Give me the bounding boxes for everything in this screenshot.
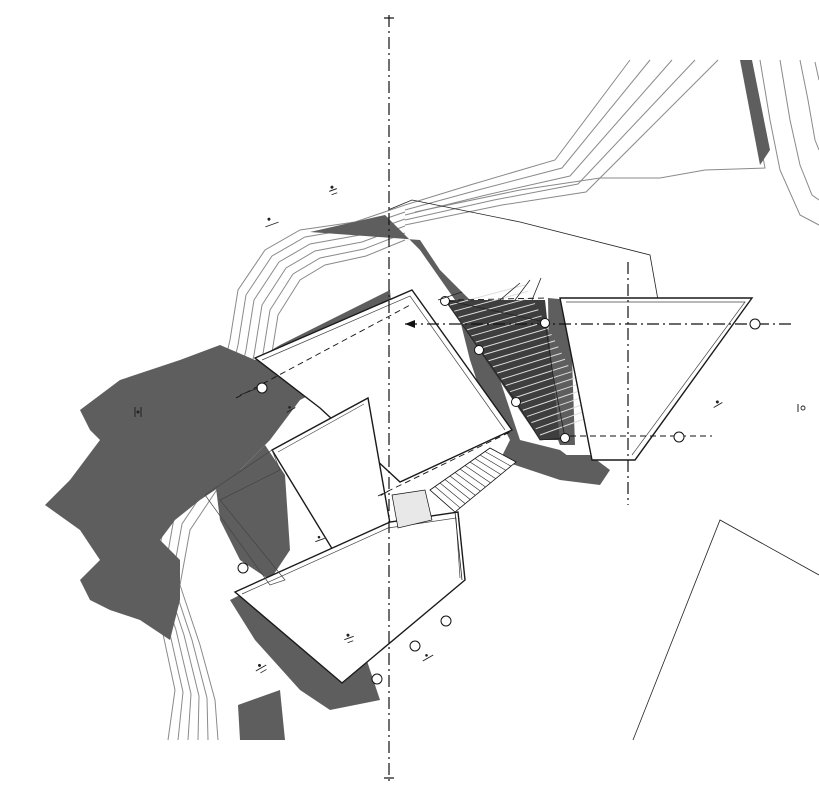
stair-tread: [488, 340, 556, 362]
grid-bubble: [237, 562, 249, 574]
entry-step: [469, 461, 496, 479]
entry-step: [434, 486, 461, 509]
entry-step: [439, 482, 466, 504]
annotation-mark: [265, 217, 279, 228]
contour-lines-northeast: [404, 59, 819, 226]
stair-tread: [526, 395, 586, 417]
stair-tread: [454, 290, 529, 312]
grid-bubble: [540, 318, 550, 328]
entry-step: [464, 465, 491, 484]
stair-tread: [462, 303, 536, 325]
entry-step: [449, 475, 476, 496]
stair-tread: [505, 364, 569, 386]
annotation-mark: [315, 535, 325, 543]
grid-bubble: [371, 673, 383, 685]
annotation-mark: [380, 490, 390, 496]
terrace-outline: [387, 199, 819, 741]
roof-planes: [204, 289, 754, 684]
annotation-mark: [422, 654, 434, 662]
grid-bubble: [749, 318, 761, 330]
stair-tread: [458, 296, 532, 318]
annotation-mark: [134, 407, 142, 417]
grid-bubble: [560, 433, 570, 443]
roof-plane-south: [233, 511, 466, 684]
stair-tread: [467, 309, 539, 331]
annotation-mark: [286, 406, 296, 413]
grid-bubble: [440, 615, 452, 627]
stair-tread: [509, 371, 572, 393]
stair-tread: [449, 284, 526, 306]
annotation-mark: [255, 663, 267, 674]
grid-bubble: [256, 382, 268, 394]
stair-hatch: [444, 284, 596, 441]
annotation-mark: [797, 404, 806, 412]
stair-tread: [501, 358, 566, 380]
entry-step: [459, 468, 486, 488]
stair-tread: [522, 389, 582, 411]
grid-bubble: [474, 345, 484, 355]
annotation-mark: [344, 633, 354, 644]
entry-step: [444, 479, 471, 500]
stair-detail-lines: [239, 277, 542, 581]
annotation-mark: [329, 185, 338, 196]
stair-tread: [496, 352, 562, 374]
roof-plane-north: [253, 289, 514, 483]
grid-bubble: [673, 431, 685, 443]
annotation-mark: [713, 400, 723, 408]
entry-stair: [391, 447, 517, 529]
stair-tread: [471, 315, 542, 337]
entry-step: [474, 458, 501, 475]
stair-tread: [492, 346, 559, 368]
entry-step: [454, 472, 481, 492]
grid-bubble: [511, 397, 521, 407]
stair-tread: [484, 334, 552, 356]
stair-tread: [479, 327, 549, 349]
stair-tread: [475, 321, 546, 343]
annotation-marks: [134, 185, 806, 674]
entry-step: [479, 454, 506, 471]
section-axes: [235, 15, 792, 785]
entry-step: [484, 451, 512, 467]
stair-tread: [518, 383, 579, 405]
grid-bubble: [409, 640, 421, 652]
roof-plane-east: [559, 297, 754, 461]
stair-tread: [514, 377, 576, 399]
